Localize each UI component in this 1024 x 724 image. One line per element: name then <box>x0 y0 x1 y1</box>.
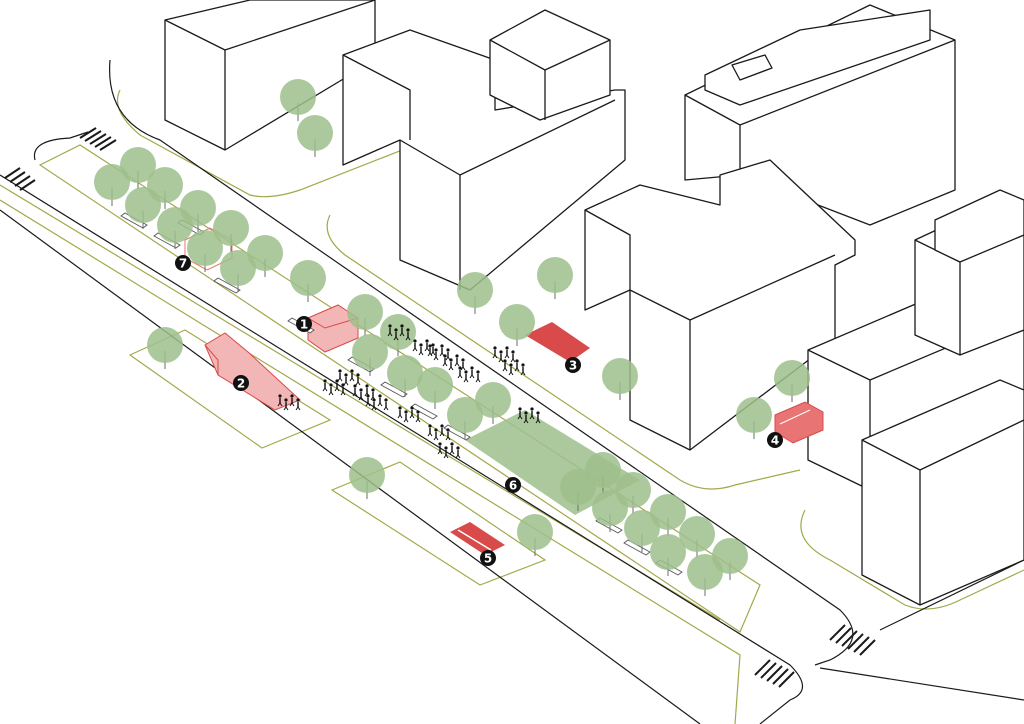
tree-icon <box>517 514 553 556</box>
marker-1-label: 1 <box>300 318 308 332</box>
tree-icon <box>347 294 383 336</box>
pedestrian-group-icon <box>322 379 346 396</box>
tree-icon <box>736 397 772 439</box>
pedestrian-group-icon <box>427 424 451 441</box>
building <box>914 189 1024 356</box>
central-lawn <box>465 410 640 515</box>
crosswalk-icon <box>829 624 876 656</box>
ramp-2 <box>204 332 301 411</box>
pedestrian-group-icon <box>397 406 421 423</box>
tree-icon <box>280 79 316 121</box>
building <box>489 9 611 121</box>
marker-4[interactable]: 4 <box>767 432 783 448</box>
tree-icon <box>475 382 511 424</box>
tree-icon <box>349 457 385 499</box>
marker-4-label: 4 <box>771 434 779 448</box>
tree-icon <box>187 230 223 272</box>
tree-icon <box>585 452 621 494</box>
marker-3[interactable]: 3 <box>565 357 581 373</box>
tree-icon <box>297 115 333 157</box>
tree-icon <box>457 272 493 314</box>
markers: 1 2 3 4 5 6 7 <box>175 255 783 566</box>
tree-icon <box>157 207 193 249</box>
tree-icon <box>602 358 638 400</box>
pedestrian-group-icon <box>427 344 451 361</box>
pedestrian-group-icon <box>502 359 526 376</box>
crosswalk-icon <box>754 659 795 688</box>
pedestrian-group-icon <box>277 394 301 411</box>
tree-icon <box>774 360 810 402</box>
crosswalk-icon <box>4 167 36 191</box>
tree-icon <box>147 327 183 369</box>
pedestrian-group-icon <box>412 339 436 356</box>
canopy-3 <box>525 322 590 362</box>
crosswalks <box>4 127 876 688</box>
tree-icon <box>650 534 686 576</box>
pedestrian-group-icon <box>517 407 541 424</box>
marker-1[interactable]: 1 <box>296 316 312 332</box>
tree-icon <box>352 334 388 376</box>
crossing-pad-5 <box>450 522 505 555</box>
pedestrian-group-icon <box>337 369 361 386</box>
pedestrian-group-icon <box>352 384 376 401</box>
interventions <box>184 227 824 555</box>
marker-2[interactable]: 2 <box>233 375 249 391</box>
tree-icon <box>247 235 283 277</box>
bench-icon <box>623 539 651 556</box>
tree-icon <box>447 397 483 439</box>
tree-icon <box>687 554 723 596</box>
pedestrians <box>277 324 541 459</box>
building <box>584 159 856 451</box>
tree-icon <box>537 257 573 299</box>
pedestrian-group-icon <box>442 354 466 371</box>
kiosk-1 <box>307 304 359 353</box>
pedestrian-group-icon <box>365 394 389 411</box>
marker-7[interactable]: 7 <box>175 255 191 271</box>
marker-6[interactable]: 6 <box>505 477 521 493</box>
tree-icon <box>290 260 326 302</box>
marker-3-label: 3 <box>569 359 577 373</box>
tree-icon <box>220 250 256 292</box>
marker-7-label: 7 <box>179 257 187 271</box>
marker-2-label: 2 <box>237 377 245 391</box>
tree-icon <box>213 210 249 252</box>
tree-icon <box>679 516 715 558</box>
roads <box>0 59 1024 724</box>
tree-icon <box>624 510 660 552</box>
building <box>342 29 626 291</box>
building <box>861 379 1024 606</box>
bench-icon <box>443 424 471 441</box>
tree-icon <box>417 367 453 409</box>
tree-icon <box>650 494 686 536</box>
pedestrian-group-icon <box>387 324 411 341</box>
tree-icon <box>120 147 156 189</box>
buildings <box>164 0 1024 606</box>
marker-5-label: 5 <box>484 552 492 566</box>
tree-icon <box>380 314 416 356</box>
tree-icon <box>499 304 535 346</box>
bench-icon <box>213 277 241 294</box>
trees <box>94 79 810 596</box>
pedestrian-group-icon <box>457 366 481 383</box>
bench-icon <box>410 403 438 420</box>
crosswalk-icon <box>79 127 117 151</box>
marker-5[interactable]: 5 <box>480 550 496 566</box>
tree-icon <box>125 187 161 229</box>
marker-6-label: 6 <box>509 479 517 493</box>
tree-icon <box>387 355 423 397</box>
pedestrian-group-icon <box>492 346 516 363</box>
tree-icon <box>94 164 130 206</box>
tree-icon <box>592 490 628 532</box>
pedestrian-group-icon <box>437 442 461 459</box>
